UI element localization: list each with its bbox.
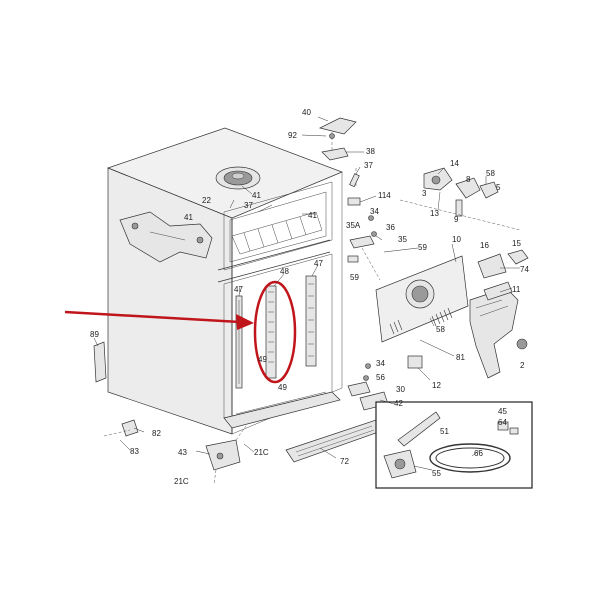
callout-89: 89 xyxy=(90,330,99,339)
callout-41-left: 41 xyxy=(184,213,193,222)
callout-21c-left: 21C xyxy=(174,477,189,486)
callout-72: 72 xyxy=(340,457,349,466)
callout-41-right: 41 xyxy=(308,211,317,220)
callout-92: 92 xyxy=(288,131,297,140)
callout-15: 15 xyxy=(512,239,521,248)
callout-14: 14 xyxy=(450,159,459,168)
callout-114: 114 xyxy=(378,191,391,200)
control-cluster xyxy=(399,167,521,231)
callout-51: 51 xyxy=(440,427,449,436)
callout-59-lower: 59 xyxy=(350,273,359,282)
shelf-rail-center xyxy=(265,285,277,379)
callout-66: 66 xyxy=(474,449,483,458)
callout-41-top: 41 xyxy=(252,191,261,200)
callout-35: 35 xyxy=(398,235,407,244)
callout-8: 8 xyxy=(466,175,471,184)
callout-34-top: 34 xyxy=(370,207,379,216)
back-panel xyxy=(375,255,469,343)
callout-21c-right: 21C xyxy=(254,448,269,457)
fan-shroud xyxy=(469,281,528,379)
callout-labels: 40 92 38 37 14 8 58 5 3 13 9 41 41 41 22… xyxy=(90,108,529,486)
callout-34-low: 34 xyxy=(376,359,385,368)
callout-47-right: 47 xyxy=(314,259,323,268)
callout-10: 10 xyxy=(452,235,461,244)
callout-42: 42 xyxy=(394,399,403,408)
callout-83: 83 xyxy=(130,447,139,456)
callout-35a: 35A xyxy=(346,221,361,230)
left-parts xyxy=(93,341,139,437)
callout-2: 2 xyxy=(520,361,525,370)
callout-16: 16 xyxy=(480,241,489,250)
callout-64: 64 xyxy=(498,418,507,427)
callout-58: 58 xyxy=(436,325,445,334)
leader-lines xyxy=(93,116,513,471)
callout-81: 81 xyxy=(456,353,465,362)
callout-48: 48 xyxy=(280,267,289,276)
callout-74: 74 xyxy=(520,265,529,274)
toe-grille xyxy=(285,419,385,463)
callout-11: 11 xyxy=(512,285,521,294)
highlight-ellipse xyxy=(253,280,297,384)
side-bracket xyxy=(119,211,213,263)
top-housing-disk xyxy=(215,166,261,190)
bottom-hinge xyxy=(205,425,247,485)
damper-parts xyxy=(477,249,529,279)
callout-3: 3 xyxy=(422,189,427,198)
small-parts xyxy=(347,197,381,281)
callout-37-inner: 37 xyxy=(244,201,253,210)
shelf-rail-left xyxy=(235,295,243,389)
callout-22: 22 xyxy=(202,196,211,205)
callout-58-top: 58 xyxy=(486,169,495,178)
callout-49-low: 49 xyxy=(278,383,287,392)
callout-56: 56 xyxy=(376,373,385,382)
water-kit-inset xyxy=(375,401,533,489)
callout-49-mid: 49 xyxy=(258,355,267,364)
callout-82: 82 xyxy=(152,429,161,438)
pointer-arrow xyxy=(64,310,254,330)
freezer-shelf xyxy=(231,211,323,255)
callout-30: 30 xyxy=(396,385,405,394)
callout-13: 13 xyxy=(430,209,439,218)
shelf-rail-right xyxy=(305,275,317,367)
callout-45: 45 xyxy=(498,407,507,416)
callout-40: 40 xyxy=(302,108,311,117)
callout-5: 5 xyxy=(496,183,501,192)
callout-9: 9 xyxy=(454,215,459,224)
callout-55: 55 xyxy=(432,469,441,478)
callout-59-right: 59 xyxy=(418,243,427,252)
callout-37: 37 xyxy=(364,161,373,170)
callout-12: 12 xyxy=(432,381,441,390)
callout-43: 43 xyxy=(178,448,187,457)
callout-36: 36 xyxy=(386,223,395,232)
callout-38: 38 xyxy=(366,147,375,156)
top-cover-parts xyxy=(318,117,360,188)
callout-47-left: 47 xyxy=(234,285,243,294)
